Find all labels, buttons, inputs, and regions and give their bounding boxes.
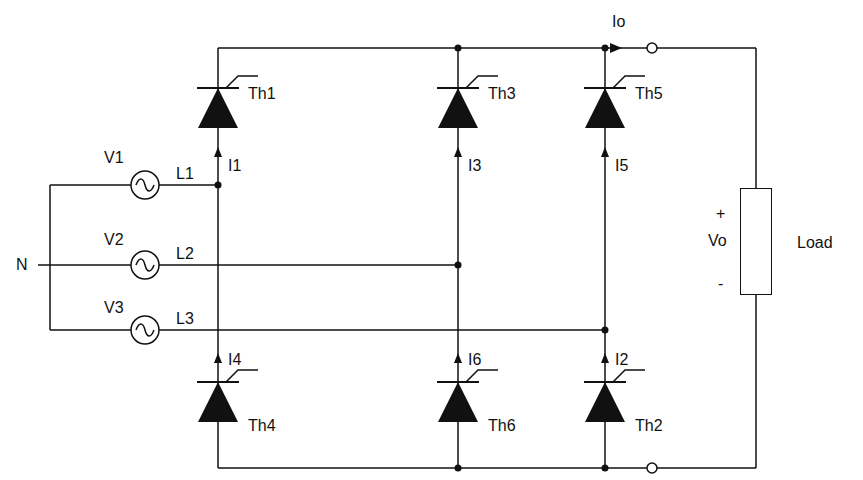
source-label: V2 (104, 232, 124, 248)
thyristor-label: Th4 (248, 418, 276, 434)
load-label: Load (797, 235, 833, 251)
polarity-sign: + (716, 206, 725, 222)
load-box: Load (740, 188, 772, 295)
current-label: I6 (468, 352, 481, 368)
junction-dots (215, 45, 609, 472)
thyristor-label: Th1 (248, 86, 276, 102)
source-label: V3 (104, 300, 124, 316)
neutral-label: N (16, 257, 28, 273)
current-label: I2 (615, 352, 628, 368)
thyristor-label: Th2 (635, 418, 663, 434)
polarity-sign: - (718, 276, 723, 292)
thyristor-label: Th3 (488, 86, 516, 102)
current-label: I4 (228, 352, 241, 368)
current-label: I1 (228, 158, 241, 174)
current-label: Io (612, 14, 625, 30)
current-label: I5 (615, 158, 628, 174)
thyristor-label: Th5 (635, 86, 663, 102)
current-label: I3 (468, 158, 481, 174)
line-label: L1 (176, 166, 194, 182)
source-label: V1 (104, 150, 124, 166)
line-label: L2 (176, 246, 194, 262)
wires (38, 48, 756, 468)
current-arrow (610, 43, 622, 53)
voltage-label: Vo (708, 233, 727, 249)
thyristor-label: Th6 (488, 418, 516, 434)
terminals (647, 43, 657, 473)
line-label: L3 (176, 311, 194, 327)
